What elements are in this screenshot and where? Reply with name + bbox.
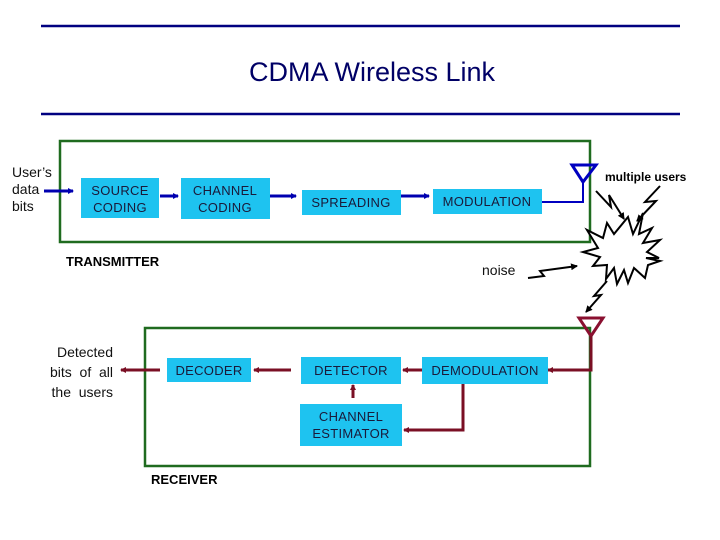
interference-bolt-left bbox=[595, 190, 625, 220]
rx-feed-line bbox=[547, 336, 593, 373]
block-spreading[interactable]: SPREADING bbox=[302, 190, 401, 215]
modulation-label: MODULATION bbox=[443, 194, 532, 209]
source-coding-line-2: CODING bbox=[93, 200, 147, 215]
tx-feed-line bbox=[542, 180, 584, 203]
noise-bolt bbox=[527, 263, 578, 279]
block-channel-estimator[interactable]: CHANNEL ESTIMATOR bbox=[300, 404, 402, 446]
demodulation-label: DEMODULATION bbox=[431, 363, 538, 378]
channel-coding-line-1: CHANNEL bbox=[193, 183, 257, 198]
receiver-group bbox=[143, 326, 592, 468]
block-source-coding[interactable]: SOURCE CODING bbox=[81, 178, 159, 218]
interference-bolt-right bbox=[636, 185, 661, 222]
noise-label: noise bbox=[482, 262, 516, 278]
page-title: CDMA Wireless Link bbox=[249, 57, 496, 87]
input-label-line-2: data bbox=[12, 181, 39, 197]
source-coding-line-1: SOURCE bbox=[91, 183, 148, 198]
output-label-line-2: bits of all bbox=[50, 364, 113, 380]
block-detector[interactable]: DETECTOR bbox=[301, 357, 401, 384]
block-decoder[interactable]: DECODER bbox=[167, 358, 251, 382]
channel-coding-line-2: CODING bbox=[198, 200, 252, 215]
block-demodulation[interactable]: DEMODULATION bbox=[422, 357, 548, 384]
detector-label: DETECTOR bbox=[314, 363, 388, 378]
received-bolt bbox=[585, 280, 608, 313]
receiver-label: RECEIVER bbox=[151, 472, 218, 487]
multiple-users-label: multiple users bbox=[605, 170, 687, 184]
channel-burst-icon bbox=[579, 212, 664, 288]
spreading-label: SPREADING bbox=[311, 195, 390, 210]
tx-antenna-icon bbox=[569, 163, 600, 185]
input-label-line-3: bits bbox=[12, 198, 34, 214]
output-label-line-1: Detected bbox=[57, 344, 113, 360]
input-label-line-1: User’s bbox=[12, 164, 52, 180]
block-channel-coding[interactable]: CHANNEL CODING bbox=[181, 178, 270, 219]
decoder-label: DECODER bbox=[175, 363, 242, 378]
rx-antenna-icon bbox=[576, 316, 606, 339]
channel-estimator-line-2: ESTIMATOR bbox=[312, 426, 389, 441]
block-modulation[interactable]: MODULATION bbox=[433, 189, 542, 214]
arrow-demod-to-estimator bbox=[403, 384, 465, 433]
output-label-line-3: the users bbox=[52, 384, 113, 400]
channel-estimator-line-1: CHANNEL bbox=[319, 409, 383, 424]
transmitter-label: TRANSMITTER bbox=[66, 254, 160, 269]
